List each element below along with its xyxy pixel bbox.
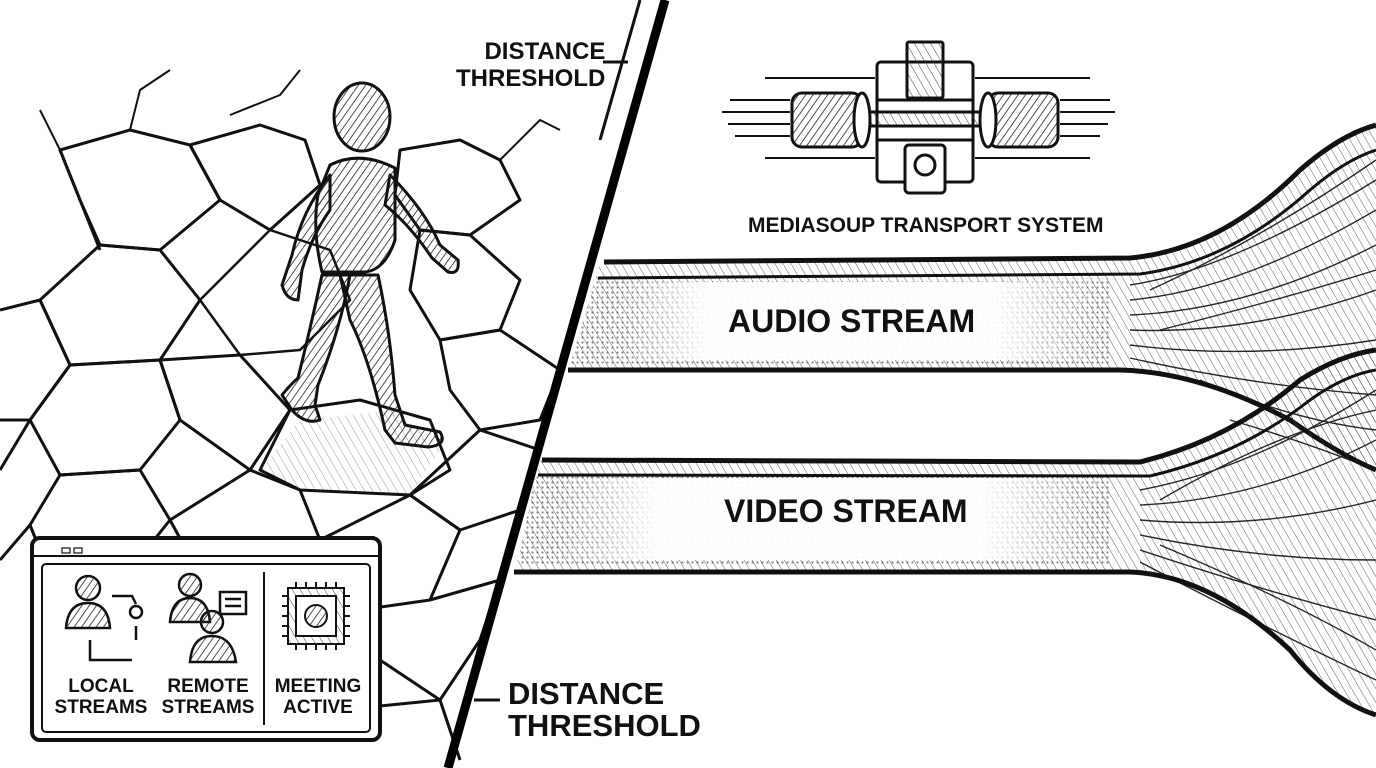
distance-threshold-bottom-label: DISTANCE THRESHOLD	[508, 678, 701, 742]
distance-threshold-top-line1: DISTANCE	[484, 38, 606, 65]
meeting-active-line2: ACTIVE	[283, 697, 353, 718]
meeting-active-label: MEETING ACTIVE	[266, 676, 370, 718]
local-streams-label: LOCAL STREAMS	[46, 676, 156, 718]
distance-threshold-top-line2: THRESHOLD	[456, 65, 606, 92]
meeting-chip-icon	[282, 582, 350, 650]
audio-stream-label: AUDIO STREAM	[728, 303, 976, 339]
remote-streams-line2: STREAMS	[161, 697, 255, 718]
audio-stream-tube	[568, 122, 1376, 473]
remote-streams-label: REMOTE STREAMS	[160, 676, 256, 718]
video-stream-tube	[514, 347, 1376, 718]
remote-streams-line1: REMOTE	[167, 676, 249, 697]
distance-threshold-top-label: DISTANCE THRESHOLD	[456, 38, 605, 92]
remote-streams-icon	[168, 572, 248, 664]
local-streams-line2: STREAMS	[54, 697, 148, 718]
meeting-active-line1: MEETING	[274, 676, 362, 697]
local-streams-line1: LOCAL	[68, 676, 134, 697]
distance-threshold-bottom-line2: THRESHOLD	[508, 708, 701, 743]
person-walking-icon	[280, 81, 460, 449]
local-streams-icon	[64, 574, 144, 662]
stream-fibers	[1129, 159, 1376, 681]
transport-system-label: MEDIASOUP TRANSPORT SYSTEM	[748, 214, 1104, 237]
distance-threshold-bottom-line1: DISTANCE	[508, 676, 665, 711]
streams-panel	[30, 536, 382, 742]
video-stream-label: VIDEO STREAM	[724, 493, 968, 529]
transport-device-icon	[722, 40, 1115, 195]
